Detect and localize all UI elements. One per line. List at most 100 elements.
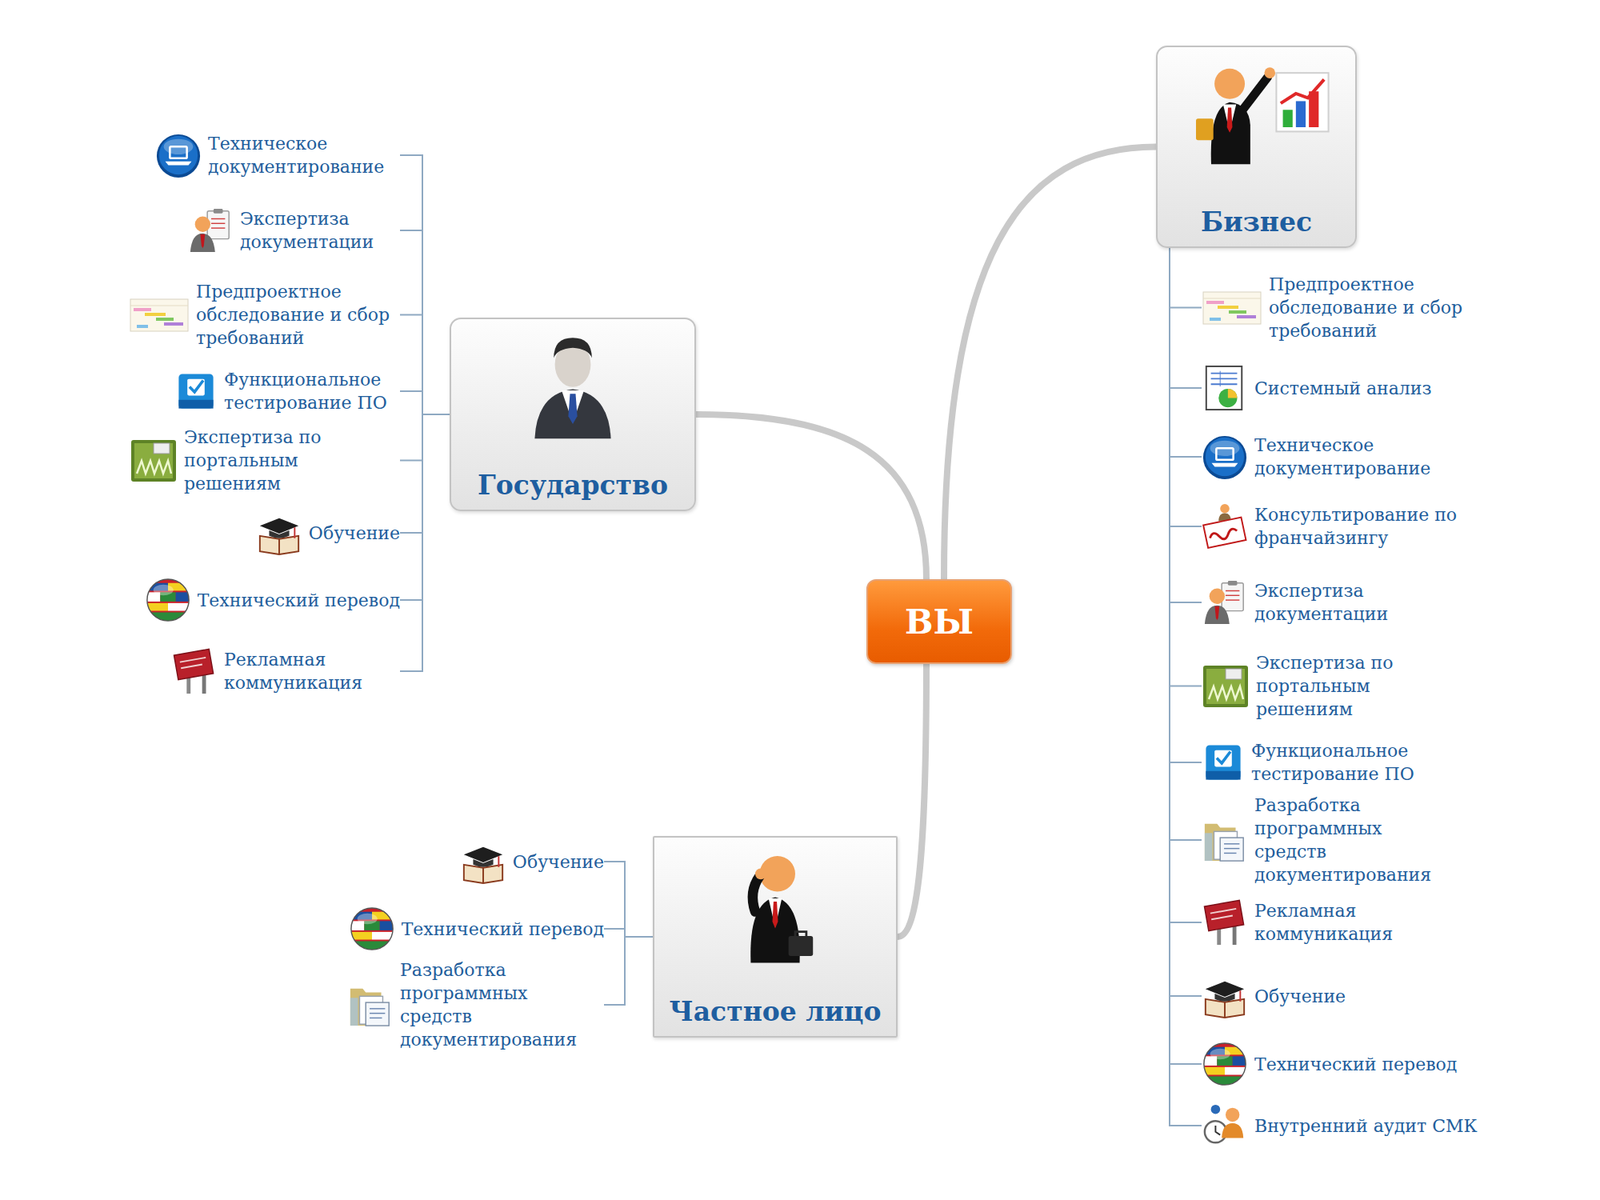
- audit-icon-graphic: [1201, 1102, 1248, 1149]
- billboard-icon: [171, 647, 218, 696]
- service-topic-text: Экспертиза по портальным решениям: [1256, 651, 1412, 721]
- sysan-icon: [1201, 364, 1248, 412]
- franchise-icon: [1201, 502, 1248, 551]
- portal-icon-graphic: [129, 436, 178, 485]
- service-topic: Экспертиза документации: [1201, 579, 1415, 626]
- edu-icon: [1201, 972, 1248, 1020]
- bracket-connector: [604, 928, 653, 937]
- service-topic-text: Предпроектное обследование и сбор требов…: [1268, 272, 1473, 343]
- billboard-icon: [1201, 898, 1248, 947]
- globe-icon: [348, 905, 396, 952]
- globe-icon: [144, 576, 192, 624]
- bracket-connector: [1169, 248, 1202, 923]
- docexp-icon: [1201, 579, 1248, 626]
- branch-topic-title: Государство: [451, 469, 695, 502]
- portal-icon: [129, 436, 178, 485]
- service-topic-text: Экспертиза документации: [240, 207, 400, 254]
- service-topic: Разработка программных средств документи…: [1201, 793, 1459, 887]
- billboard-icon-graphic: [1201, 898, 1248, 947]
- priv-icon-graphic: [719, 847, 832, 968]
- edu-icon-graphic: [460, 838, 507, 885]
- service-topic-text: Техническое документирование: [208, 132, 400, 179]
- bracket-connector: [1169, 248, 1202, 527]
- bracket-connector: [400, 230, 450, 415]
- bracket-connector: [400, 155, 450, 415]
- service-topic-text: Экспертиза по портальным решениям: [184, 425, 400, 496]
- laptop-icon-graphic: [155, 132, 202, 179]
- biz-icon-graphic: [1180, 56, 1333, 168]
- service-topic: Экспертиза по портальным решениям: [1201, 651, 1412, 721]
- service-topic: Экспертиза по портальным решениям: [129, 425, 400, 496]
- bracket-connector: [1169, 248, 1202, 603]
- service-topic: Техническое документирование: [1201, 433, 1447, 480]
- service-topic: Функциональное тестирование ПО: [1201, 739, 1428, 786]
- tested-icon: [174, 369, 218, 413]
- service-topic-text: Техническое документирование: [1254, 433, 1447, 480]
- folder-icon-graphic: [347, 980, 394, 1029]
- service-topic-text: Системный анализ: [1254, 376, 1432, 400]
- branch-topic-box: Государство: [449, 317, 696, 512]
- edu-icon: [460, 838, 507, 885]
- service-topic: Технический перевод: [144, 576, 400, 624]
- bracket-connector: [604, 861, 653, 937]
- service-topic-text: Предпроектное обследование и сбор требов…: [196, 280, 400, 350]
- tested-icon-graphic: [1201, 740, 1245, 784]
- service-topic: Техническое документирование: [155, 132, 400, 179]
- laptop-icon: [1201, 433, 1248, 480]
- central-topic-text: ВЫ: [904, 602, 974, 642]
- edu-icon: [256, 509, 303, 556]
- bracket-connector: [400, 414, 450, 600]
- service-topic-text: Функциональное тестирование ПО: [224, 368, 400, 415]
- biz-icon: [1180, 56, 1333, 168]
- service-topic: Обучение: [460, 838, 604, 885]
- edu-icon-graphic: [1201, 972, 1248, 1020]
- service-topic-text: Функциональное тестирование ПО: [1251, 739, 1428, 786]
- service-topic: Технический перевод: [348, 905, 604, 952]
- globe-icon-graphic: [1201, 1040, 1248, 1088]
- priv-icon: [719, 847, 832, 968]
- gantt-icon: [1201, 287, 1263, 329]
- branch-topic-title: Бизнес: [1157, 206, 1356, 239]
- service-topic: Экспертиза документации: [187, 207, 400, 254]
- folder-icon-graphic: [1201, 816, 1248, 864]
- branch-connector: [696, 414, 927, 580]
- service-topic: Системный анализ: [1201, 364, 1432, 412]
- central-topic-box: ВЫ: [866, 579, 1012, 664]
- bracket-connector: [1169, 248, 1202, 457]
- service-topic-text: Внутренний аудит СМК: [1254, 1114, 1478, 1138]
- service-topic: Рекламная коммуникация: [171, 647, 400, 696]
- gantt-icon-graphic: [128, 294, 190, 336]
- portal-icon-graphic: [1201, 662, 1250, 711]
- docexp-icon: [187, 207, 234, 254]
- service-topic: Обучение: [256, 509, 400, 556]
- bracket-connector: [400, 391, 450, 415]
- bracket-connector: [1169, 248, 1202, 388]
- service-topic-text: Экспертиза документации: [1254, 579, 1415, 626]
- bracket-connector: [400, 315, 450, 416]
- laptop-icon: [155, 132, 202, 179]
- service-topic: Консультирование по франчайзингу: [1201, 502, 1463, 551]
- service-topic-text: Обучение: [308, 521, 400, 545]
- globe-icon: [1201, 1040, 1248, 1088]
- bracket-connector: [400, 414, 450, 672]
- bracket-connector: [400, 414, 450, 461]
- bracket-connector: [400, 414, 450, 533]
- service-topic-text: Рекламная коммуникация: [1254, 899, 1431, 946]
- globe-icon-graphic: [144, 576, 192, 624]
- bracket-connector: [1169, 248, 1202, 687]
- service-topic: Обучение: [1201, 972, 1346, 1020]
- edu-icon-graphic: [256, 509, 303, 556]
- laptop-icon-graphic: [1201, 433, 1248, 480]
- service-topic-text: Рекламная коммуникация: [224, 648, 400, 695]
- branch-topic-box: Частное лицо: [652, 836, 898, 1038]
- service-topic: Предпроектное обследование и сбор требов…: [1201, 272, 1473, 343]
- service-topic: Внутренний аудит СМК: [1201, 1102, 1478, 1149]
- bracket-connector: [1169, 248, 1202, 996]
- service-topic-text: Технический перевод: [197, 588, 400, 612]
- service-topic-text: Технический перевод: [401, 917, 604, 941]
- docexp-icon-graphic: [187, 207, 234, 254]
- portal-icon: [1201, 662, 1250, 711]
- service-topic: Разработка программных средств документи…: [347, 958, 604, 1052]
- franchise-icon-graphic: [1201, 502, 1248, 551]
